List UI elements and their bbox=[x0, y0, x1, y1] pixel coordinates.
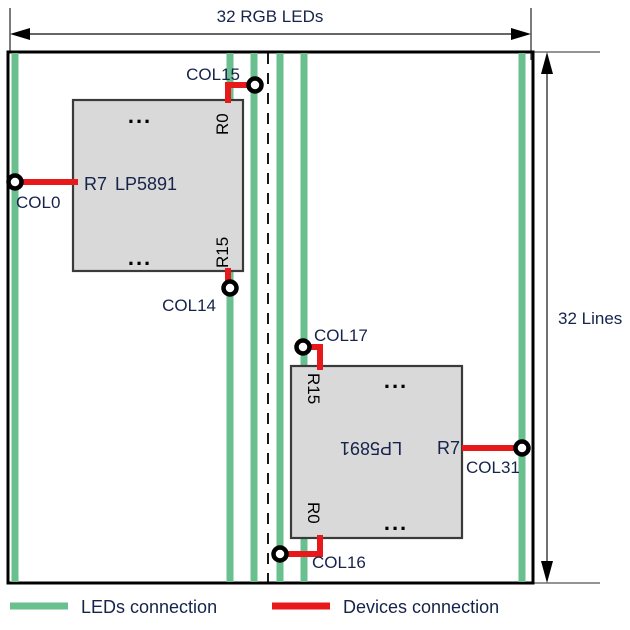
chip-pin-top-right-label: R0 bbox=[213, 113, 232, 135]
chip-pin-left-label: R7 bbox=[84, 174, 107, 194]
chip-body[interactable] bbox=[289, 364, 464, 540]
chip-pin-bottom-left-label: R0 bbox=[304, 502, 323, 524]
chip-body[interactable] bbox=[71, 98, 245, 273]
arrow-head-down-icon bbox=[541, 561, 553, 583]
device-wire-col16 bbox=[283, 535, 323, 557]
arrow-head-up-icon bbox=[541, 52, 553, 74]
chip-part-label: LP5891 bbox=[115, 174, 177, 194]
chip-top-left[interactable]: R7 LP5891 ... ... R0 R15 bbox=[71, 98, 245, 273]
node-col17-icon[interactable] bbox=[294, 338, 312, 356]
node-col15-label: COL15 bbox=[186, 65, 240, 84]
top-dimension-label: 32 RGB LEDs bbox=[217, 7, 324, 26]
top-dimension-group bbox=[9, 8, 532, 60]
node-col16-label: COL16 bbox=[312, 553, 366, 572]
node-col0-label: COL0 bbox=[16, 193, 60, 212]
legend-label-leds: LEDs connection bbox=[81, 597, 217, 617]
legend-label-devices: Devices connection bbox=[343, 597, 499, 617]
node-col31-icon[interactable] bbox=[513, 439, 531, 457]
node-col31-label: COL31 bbox=[466, 458, 520, 477]
node-col14-label: COL14 bbox=[162, 296, 216, 315]
chip-dots-top: ... bbox=[384, 368, 408, 393]
chip-pin-bottom-right-label: R15 bbox=[213, 237, 232, 268]
right-dimension-label: 32 Lines bbox=[558, 309, 622, 328]
legend: LEDs connection Devices connection bbox=[10, 597, 499, 617]
chip-pin-right-label: R7 bbox=[437, 438, 460, 458]
chip-dots-bottom: ... bbox=[128, 245, 152, 270]
chip-bottom-right[interactable]: LP5891 R7 ... ... R15 R0 bbox=[289, 364, 464, 540]
arrow-head-right-icon bbox=[511, 28, 531, 40]
arrow-head-left-icon bbox=[10, 28, 30, 40]
node-col17-label: COL17 bbox=[314, 326, 368, 345]
chip-dots-bottom: ... bbox=[384, 510, 408, 535]
right-dimension-group bbox=[531, 51, 600, 584]
connection-nodes bbox=[6, 76, 531, 563]
chip-pin-top-left-label: R15 bbox=[304, 373, 323, 404]
node-col0-icon[interactable] bbox=[6, 173, 24, 191]
chip-part-label: LP5891 bbox=[340, 438, 402, 458]
device-wire-col15 bbox=[225, 82, 252, 103]
node-col15-icon[interactable] bbox=[246, 76, 264, 94]
panel-border bbox=[6, 50, 535, 585]
node-col14-icon[interactable] bbox=[221, 279, 239, 297]
node-col16-icon[interactable] bbox=[271, 545, 289, 563]
chip-dots-top: ... bbox=[128, 103, 152, 128]
